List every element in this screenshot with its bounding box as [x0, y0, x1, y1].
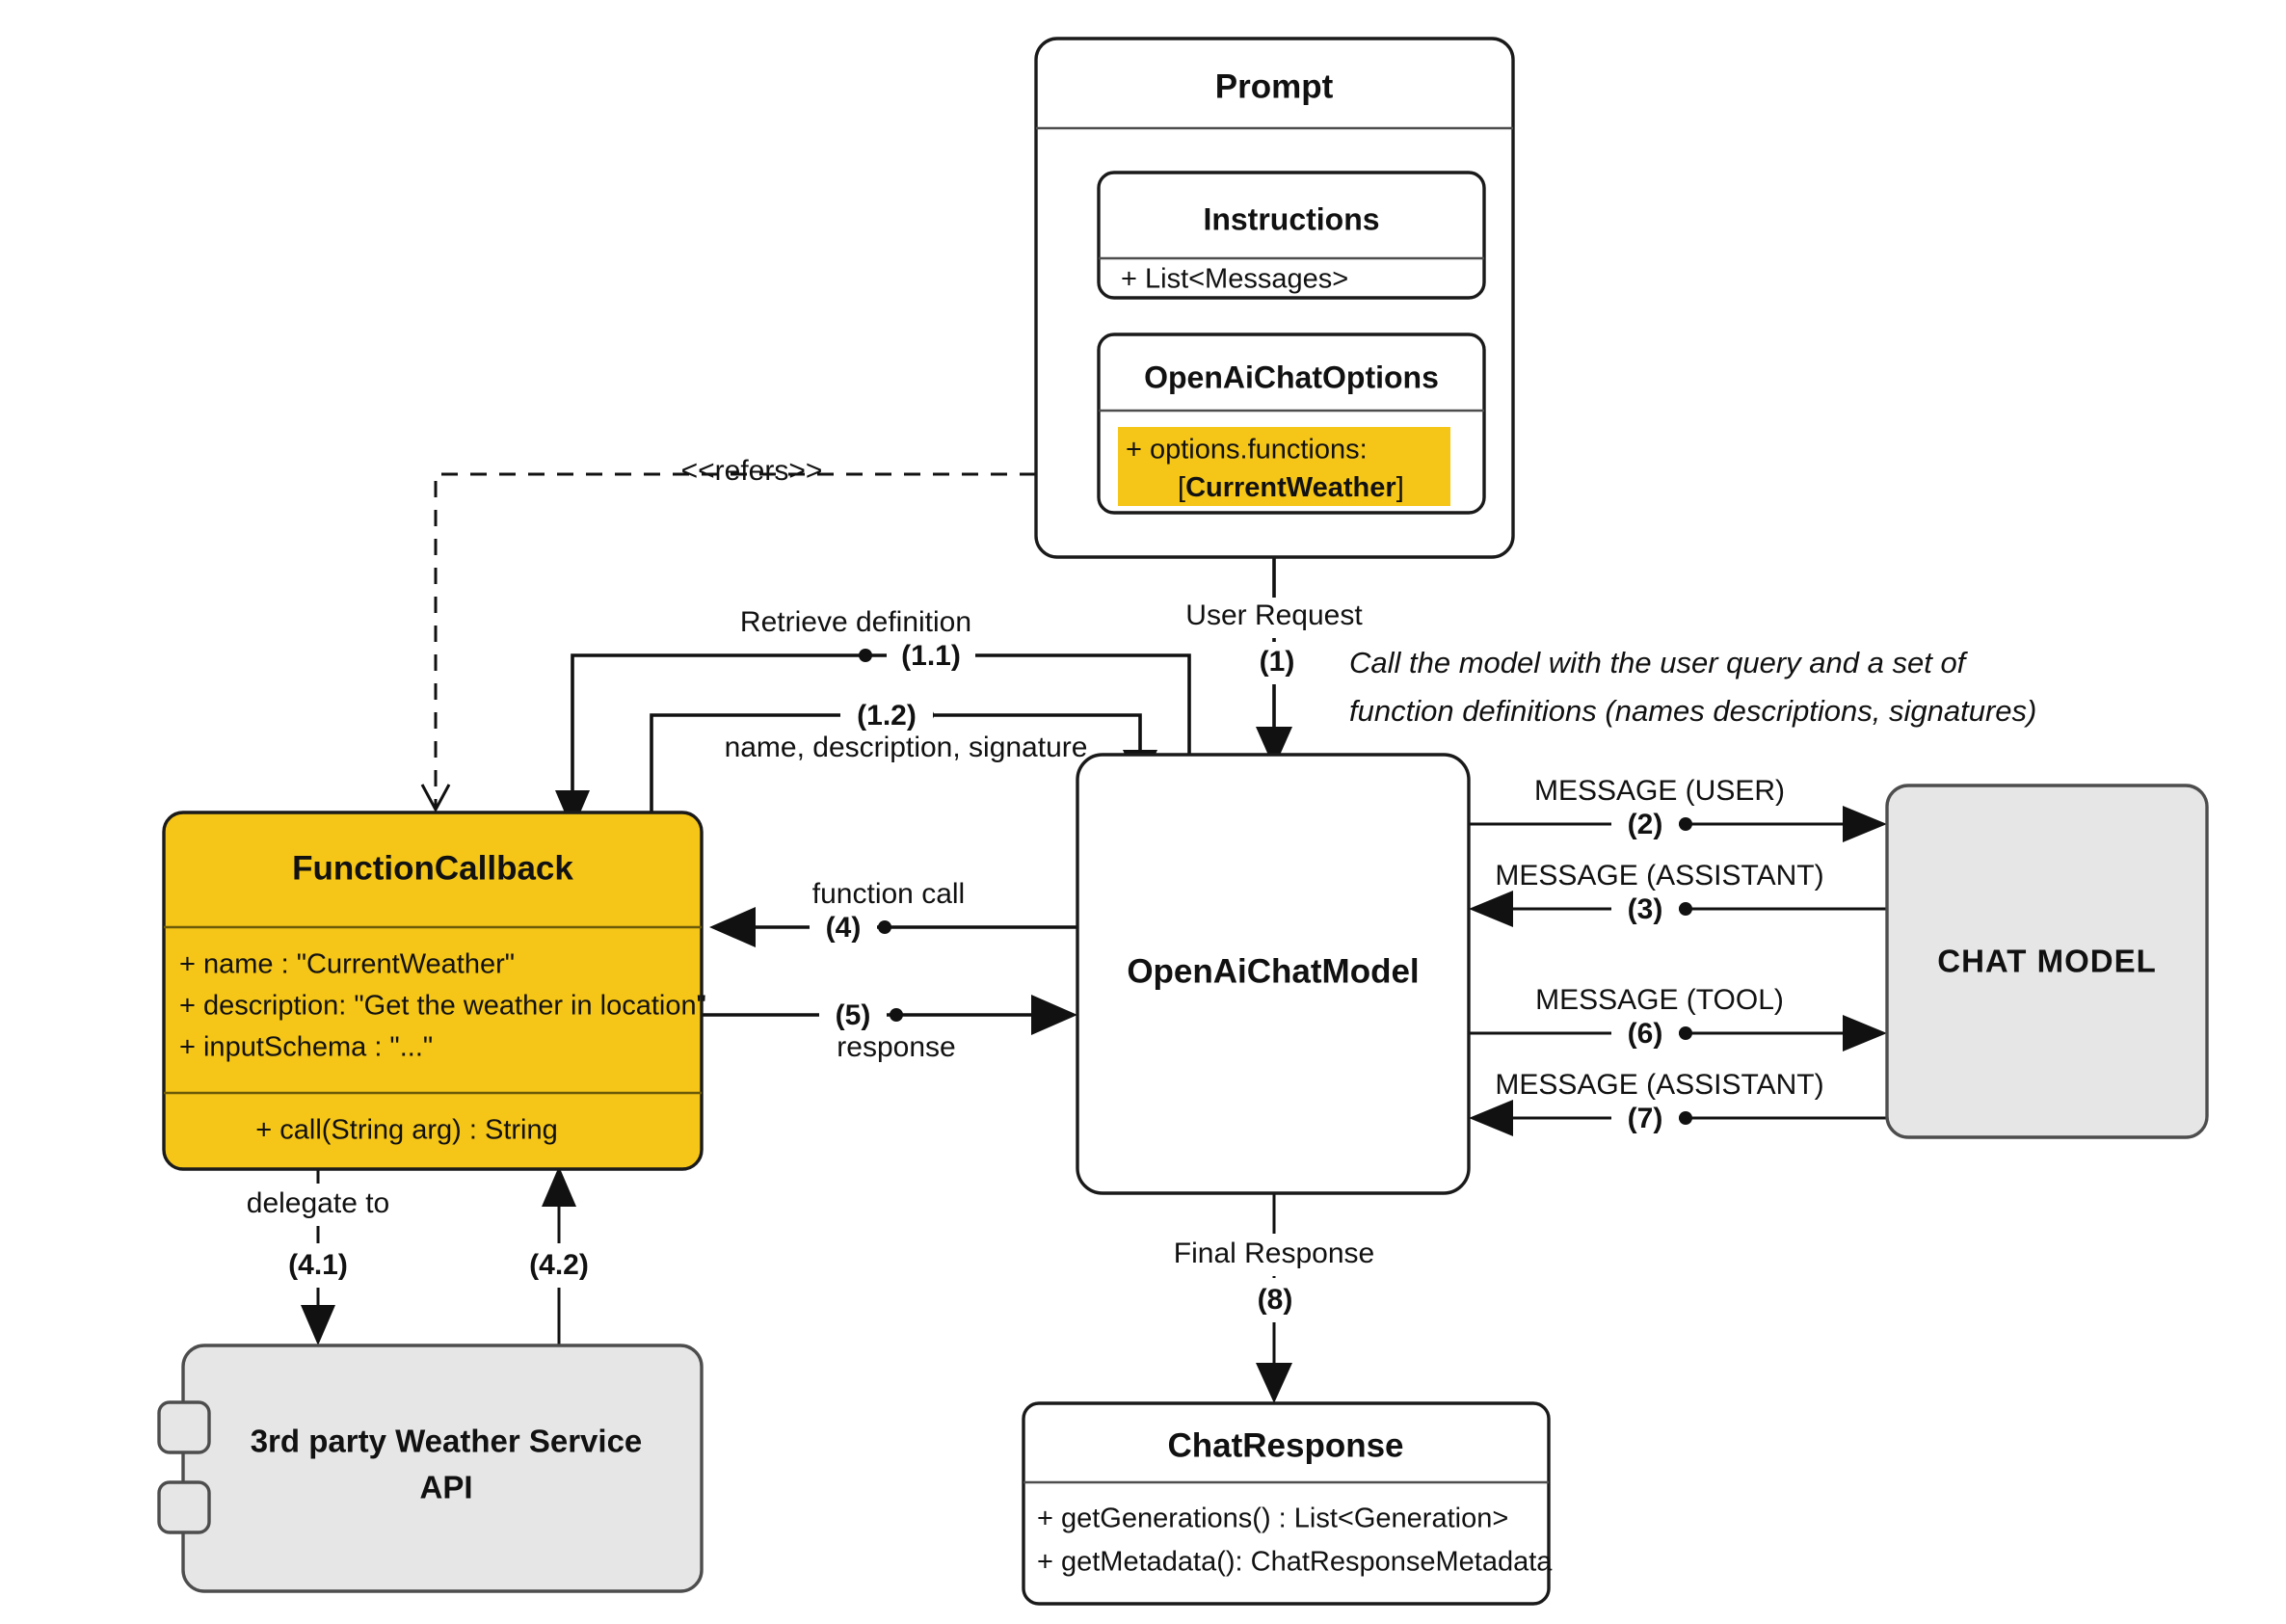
edge-message-assistant-1-step: (3)	[1628, 893, 1663, 925]
node-function-callback-attribute-name: + name : "CurrentWeather"	[179, 949, 515, 980]
edge-retrieve-definition: Retrieve definition (1.1)	[555, 606, 1191, 831]
node-chat-response[interactable]: ChatResponse + getGenerations() : List<G…	[1022, 1401, 1553, 1606]
node-instructions[interactable]: Instructions + List<Messages>	[1097, 171, 1486, 300]
options-functions-bracket-close: ]	[1396, 472, 1404, 503]
edge-name-description-signature-label: name, description, signature	[725, 732, 1088, 763]
node-prompt-title: Prompt	[1215, 67, 1334, 105]
edge-message-assistant-2: (7) MESSAGE (ASSISTANT)	[1469, 1069, 1887, 1139]
node-instructions-title: Instructions	[1203, 201, 1379, 236]
edge-retrieve-definition-step: (1.1)	[901, 640, 961, 672]
note-call-model-line2: function definitions (names descriptions…	[1349, 694, 2036, 728]
node-function-callback[interactable]: FunctionCallback + name : "CurrentWeathe…	[162, 811, 706, 1171]
edge-delegate-to: delegate to (4.1)	[214, 1169, 422, 1345]
edge-user-request-label: User Request	[1185, 599, 1363, 631]
edge-name-description-signature-step: (1.2)	[857, 700, 917, 732]
node-chat-response-operation-generations: + getGenerations() : List<Generation>	[1037, 1504, 1508, 1534]
edge-delegate-return: (4.2)	[503, 1166, 615, 1345]
edge-user-request-step: (1)	[1260, 646, 1295, 678]
edge-message-tool: (6) MESSAGE (TOOL)	[1469, 984, 1887, 1054]
edge-message-user: (2) MESSAGE (USER)	[1469, 775, 1887, 845]
node-chat-response-operation-metadata: + getMetadata(): ChatResponseMetadata	[1037, 1547, 1553, 1578]
node-function-callback-attribute-description: + description: "Get the weather in locat…	[179, 991, 706, 1022]
edge-response-step: (5)	[836, 999, 871, 1031]
edge-message-assistant-1-label: MESSAGE (ASSISTANT)	[1495, 860, 1823, 892]
edge-function-call-label: function call	[812, 878, 965, 910]
edge-final-response-step: (8)	[1258, 1284, 1293, 1316]
options-functions-highlight	[1118, 427, 1450, 506]
edge-response: (5) response	[702, 994, 1077, 1063]
component-lug-lower-icon	[157, 1480, 211, 1534]
node-openai-chat-model[interactable]: OpenAiChatModel	[1076, 753, 1471, 1195]
edge-message-user-label: MESSAGE (USER)	[1534, 775, 1785, 807]
edge-refers-label: <<refers>>	[681, 455, 823, 487]
component-lug-upper-icon	[157, 1400, 211, 1454]
edge-message-tool-step: (6)	[1628, 1018, 1663, 1050]
edge-function-call: (4) function call	[709, 878, 1077, 948]
note-call-model: Call the model with the user query and a…	[1349, 646, 2036, 728]
edge-message-assistant-1: (3) MESSAGE (ASSISTANT)	[1469, 860, 1887, 930]
options-functions-line2: [CurrentWeather]	[1178, 472, 1404, 503]
node-function-callback-attribute-inputschema: + inputSchema : "..."	[179, 1032, 433, 1063]
node-weather-service-api[interactable]: 3rd party Weather Service API	[157, 1344, 704, 1593]
options-functions-value: CurrentWeather	[1185, 472, 1396, 503]
node-prompt[interactable]: Prompt Instructions + List<Messages> Ope…	[1034, 37, 1515, 559]
node-instructions-attribute: + List<Messages>	[1121, 264, 1348, 295]
node-chat-model[interactable]: CHAT MODEL	[1885, 784, 2209, 1139]
edge-message-tool-label: MESSAGE (TOOL)	[1535, 984, 1784, 1016]
node-weather-service-api-title-line1: 3rd party Weather Service	[251, 1424, 643, 1459]
edge-message-assistant-2-label: MESSAGE (ASSISTANT)	[1495, 1069, 1823, 1101]
node-chat-response-title: ChatResponse	[1167, 1426, 1403, 1464]
note-call-model-line1: Call the model with the user query and a…	[1349, 646, 1969, 679]
node-openai-chat-model-title: OpenAiChatModel	[1127, 952, 1419, 990]
edge-delegate-return-step: (4.2)	[529, 1249, 589, 1281]
edge-retrieve-definition-label: Retrieve definition	[740, 606, 971, 638]
edge-final-response-label: Final Response	[1174, 1238, 1374, 1269]
edge-message-user-step: (2)	[1628, 809, 1663, 840]
edge-message-assistant-2-step: (7)	[1628, 1103, 1663, 1134]
edge-delegate-to-step: (4.1)	[288, 1249, 348, 1281]
edge-function-call-step: (4)	[826, 912, 862, 944]
node-function-callback-operation-call: + call(String arg) : String	[255, 1115, 557, 1146]
node-openai-chat-options-title: OpenAiChatOptions	[1144, 359, 1439, 394]
node-openai-chat-options[interactable]: OpenAiChatOptions + options.functions: […	[1097, 333, 1486, 515]
options-functions-bracket-open: [	[1178, 472, 1185, 503]
node-chat-model-title: CHAT MODEL	[1937, 944, 2157, 979]
edge-response-label: response	[837, 1031, 955, 1063]
edge-user-request: User Request (1)	[1171, 557, 1379, 768]
edge-delegate-to-label: delegate to	[247, 1187, 389, 1219]
options-functions-line1: + options.functions:	[1126, 435, 1368, 466]
node-function-callback-title: FunctionCallback	[292, 849, 573, 887]
edge-final-response: Final Response (8)	[1156, 1193, 1394, 1403]
node-weather-service-api-title-line2: API	[419, 1470, 472, 1505]
